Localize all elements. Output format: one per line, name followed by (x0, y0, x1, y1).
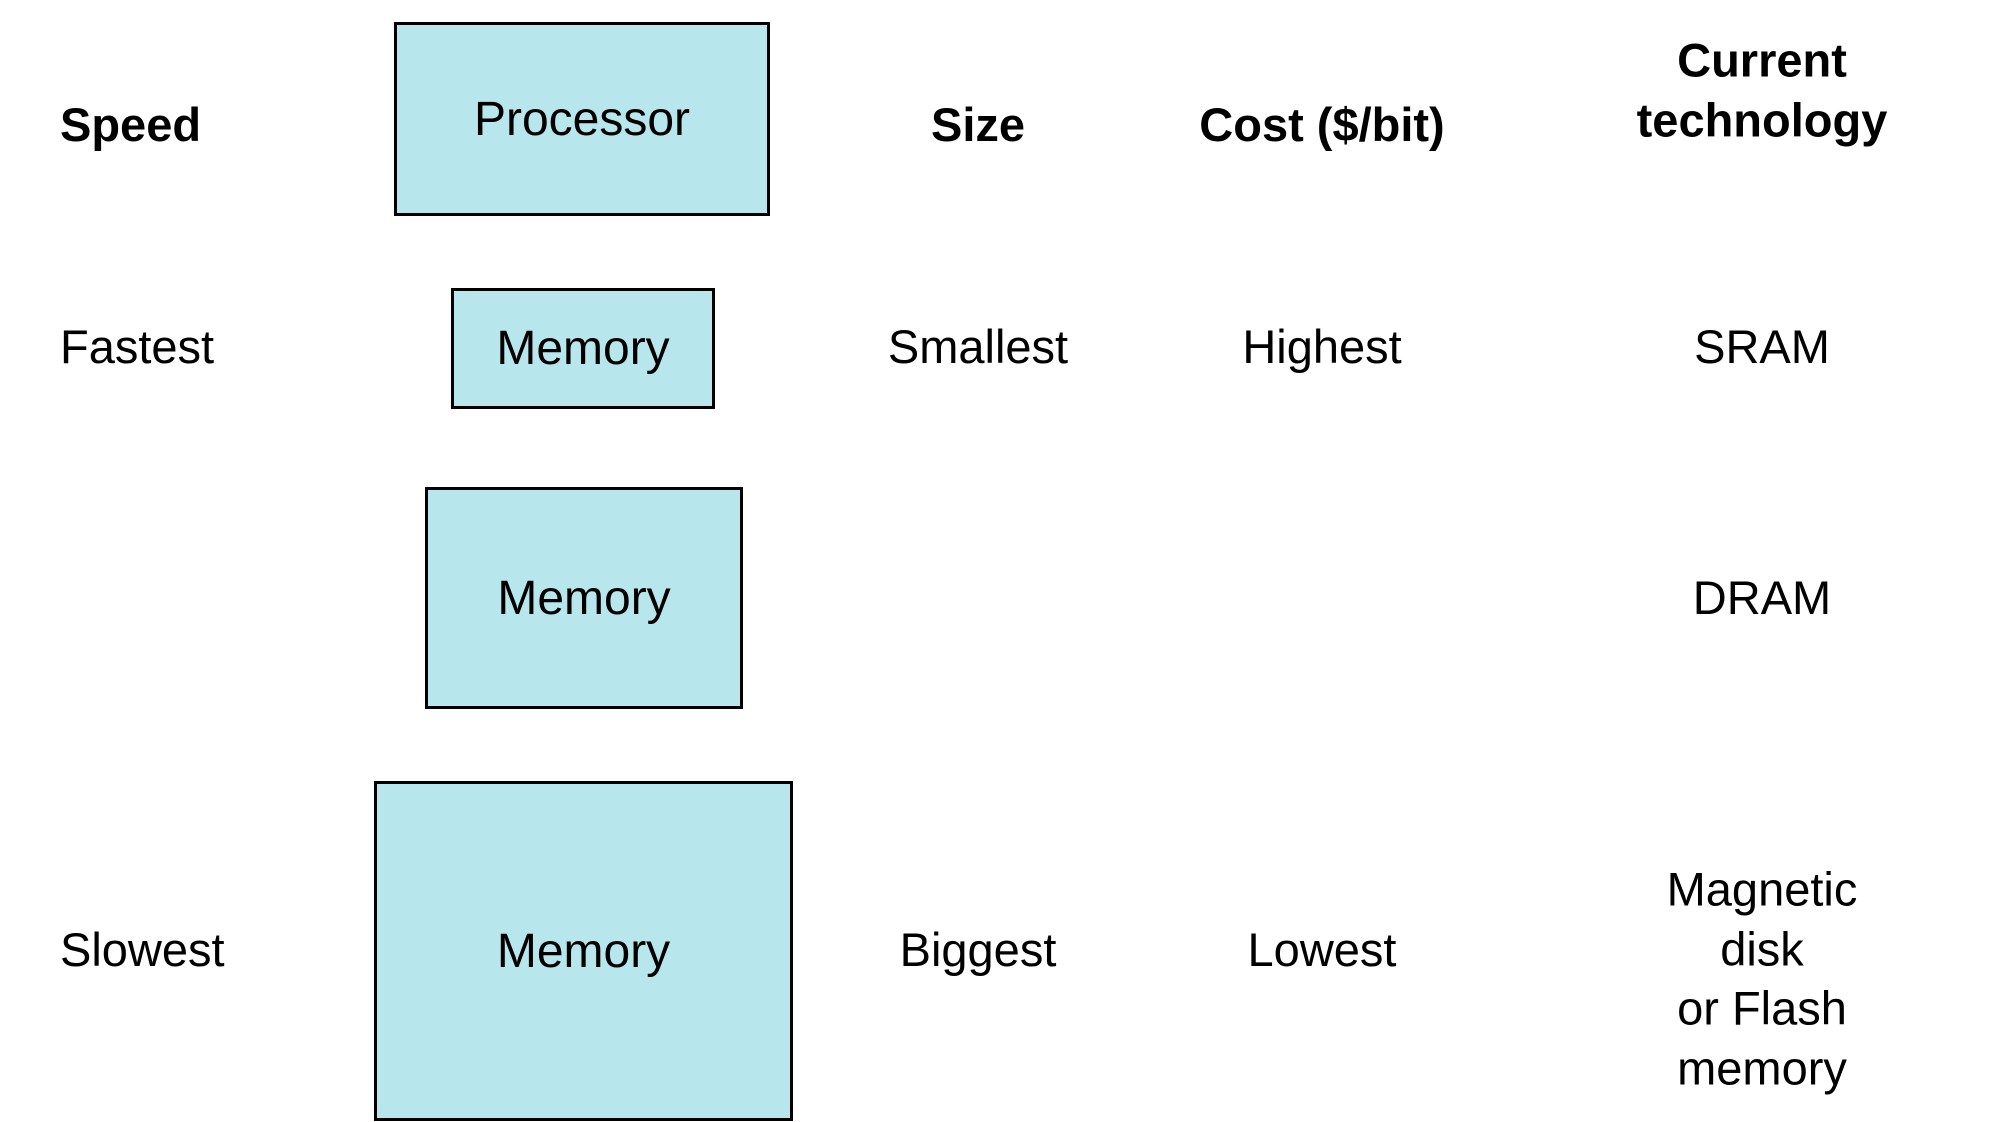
memory-label: Memory (496, 924, 671, 978)
level-3-cost: Lowest (1247, 923, 1397, 977)
memory-label: Memory (496, 322, 670, 375)
header-speed: Speed (60, 98, 202, 152)
memory-box-level-3: Memory (374, 781, 793, 1121)
level-3-technology: Magnetic disk or Flash memory (1666, 862, 1858, 1095)
level-3-size: Biggest (899, 923, 1057, 977)
level-1-speed: Fastest (60, 320, 215, 374)
memory-label: Memory (497, 571, 671, 625)
memory-box-level-1: Memory (451, 288, 715, 409)
processor-box: Processor (394, 22, 770, 216)
level-1-size: Smallest (887, 320, 1069, 374)
level-1-technology: SRAM (1694, 320, 1830, 374)
level-1-cost: Highest (1242, 320, 1402, 374)
level-3-speed: Slowest (60, 923, 225, 977)
memory-box-level-2: Memory (425, 487, 743, 709)
level-2-technology: DRAM (1692, 571, 1832, 625)
processor-label: Processor (473, 92, 691, 146)
header-technology: Current technology (1636, 33, 1888, 146)
header-cost: Cost ($/bit) (1199, 98, 1445, 152)
header-size: Size (930, 98, 1026, 152)
